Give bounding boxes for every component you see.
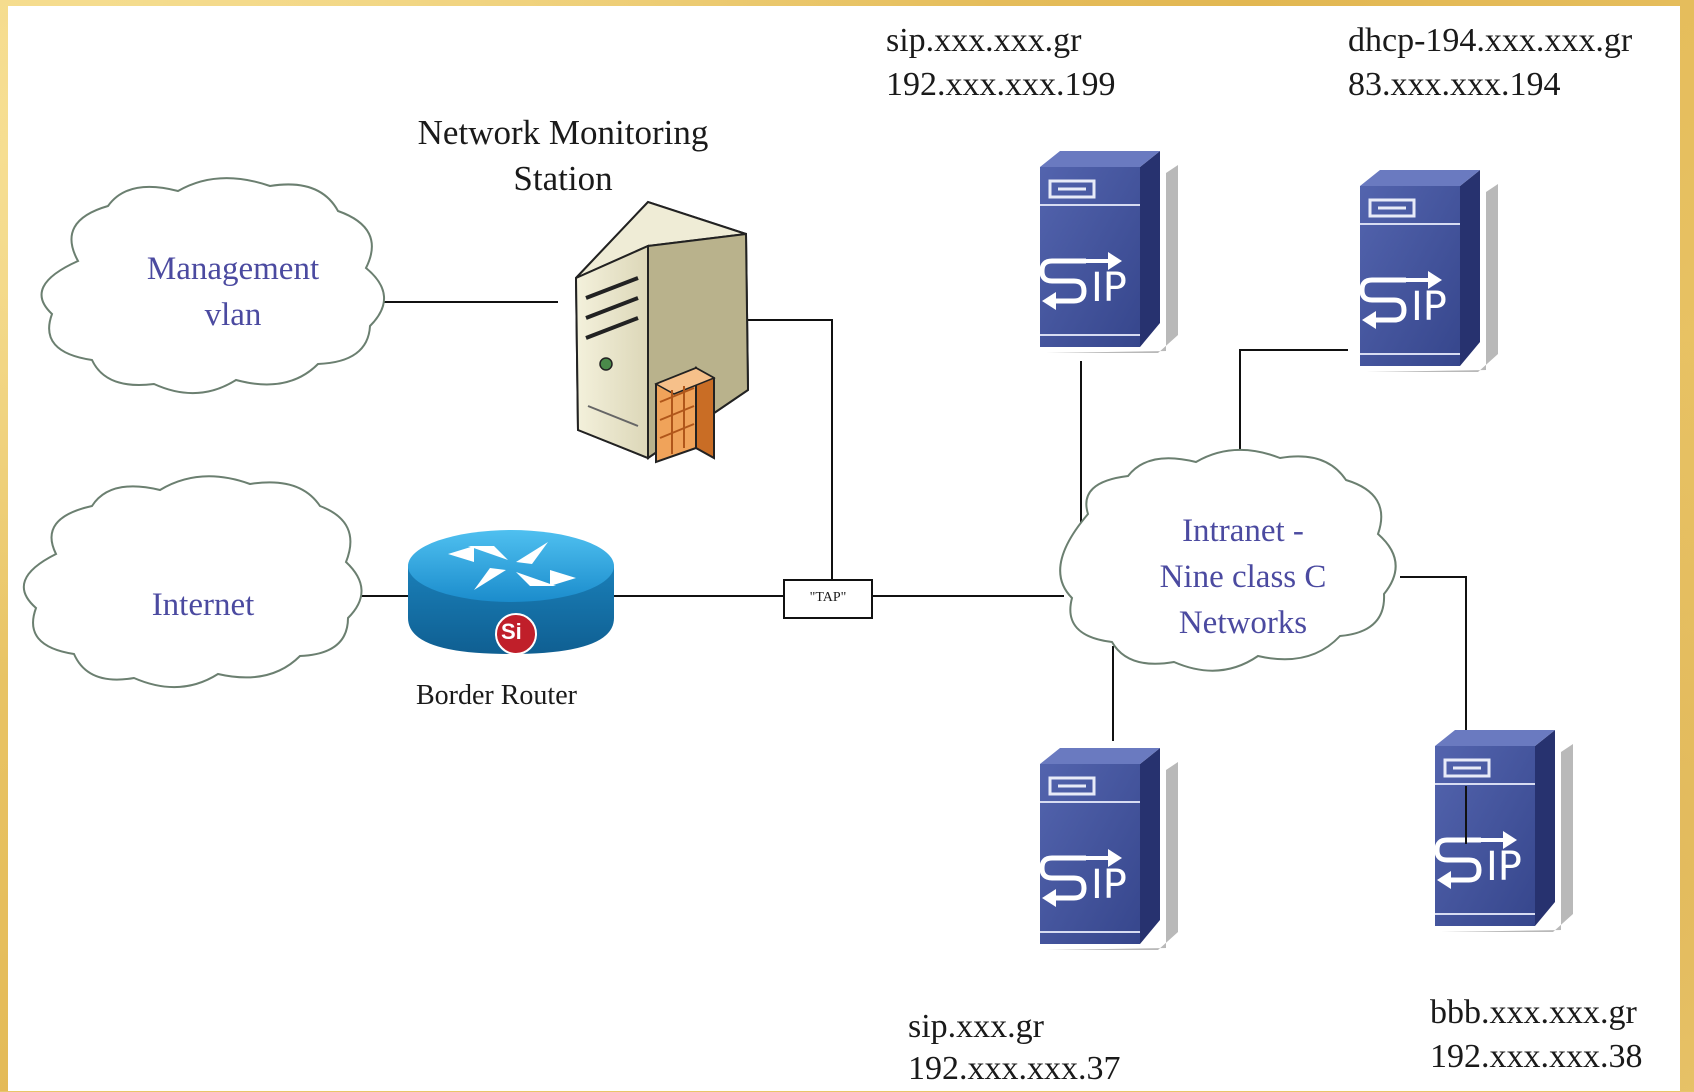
link-intranet-sip2 [1239,349,1348,472]
sip-server-icon [1360,170,1498,372]
router-icon [408,530,614,655]
server-hostname: sip.xxx.gr [908,1008,1044,1045]
router-badge: Si [501,619,522,644]
management-cloud-label: Management vlan [146,251,320,333]
link-station-tap [740,319,833,586]
internet-cloud [22,475,363,688]
server-hostname: bbb.xxx.xxx.gr [1430,994,1637,1031]
server-hostname: dhcp-194.xxx.xxx.gr [1348,22,1633,59]
router-label: Border Router [416,680,577,711]
firewall-icon [654,366,716,464]
sip-server-icon [1435,730,1573,932]
internet-cloud-label: Internet [151,587,255,623]
server-ip: 83.xxx.xxx.194 [1348,66,1561,103]
intranet-cloud [1059,449,1397,672]
intranet-cloud-label: Intranet - Nine class C Networks [1159,513,1327,641]
monitoring-station-label: Network Monitoring Station [417,113,709,198]
sip-server-icon [1040,748,1178,950]
tap-box [783,579,873,619]
tap-label: "TAP" [809,590,847,605]
management-cloud [40,177,386,394]
network-diagram: IP [22,6,1680,1091]
diagram-panel: IP [8,6,1680,1091]
server-ip: 192.xxx.xxx.199 [886,66,1116,103]
server-ip: 192.xxx.xxx.37 [908,1050,1121,1087]
server-ip: 192.xxx.xxx.38 [1430,1038,1643,1075]
server-hostname: sip.xxx.xxx.gr [886,22,1082,59]
sip-server-icon [1040,151,1178,353]
